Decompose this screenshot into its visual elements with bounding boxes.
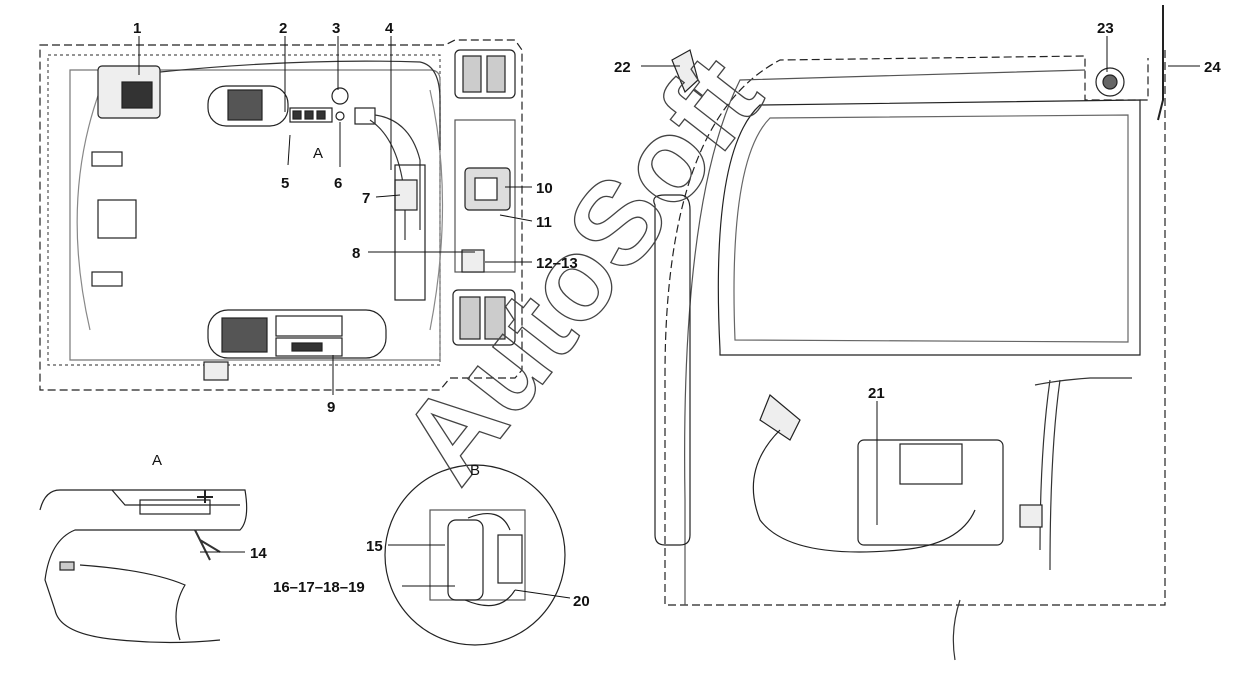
- callout-5: 5: [281, 175, 289, 192]
- callout-labels: 1 2 3 4 5 6 7 8 9 10 11 12–13 14 15 16–1…: [133, 20, 1221, 610]
- callout-16-19: 16–17–18–19: [273, 579, 365, 596]
- callout-11: 11: [536, 214, 552, 231]
- callout-9: 9: [327, 399, 335, 416]
- callout-12-13: 12–13: [536, 255, 578, 272]
- callout-21: 21: [868, 385, 885, 402]
- view-a-marker: A: [313, 145, 323, 162]
- callout-leaders: [138, 36, 1200, 599]
- callout-7: 7: [362, 190, 370, 207]
- callout-15: 15: [366, 538, 383, 555]
- view-a-title: A: [152, 452, 162, 469]
- callout-23: 23: [1097, 20, 1114, 37]
- view-b-detail: [384, 464, 566, 646]
- watermark-text: AutoSoft: [376, 32, 787, 506]
- callout-24: 24: [1204, 59, 1221, 76]
- callout-1: 1: [133, 20, 141, 37]
- view-b-title: B: [470, 462, 480, 479]
- callout-2: 2: [279, 20, 287, 37]
- cab-side-wall: [653, 5, 1166, 661]
- callout-3: 3: [332, 20, 340, 37]
- callout-14: 14: [250, 545, 267, 562]
- callout-10: 10: [536, 180, 553, 197]
- callout-4: 4: [385, 20, 394, 37]
- callout-22: 22: [614, 59, 631, 76]
- view-a-detail: [39, 489, 248, 644]
- cab-roof-panel: [39, 39, 523, 391]
- callout-6: 6: [334, 175, 342, 192]
- callout-20: 20: [573, 593, 590, 610]
- callout-8: 8: [352, 245, 360, 262]
